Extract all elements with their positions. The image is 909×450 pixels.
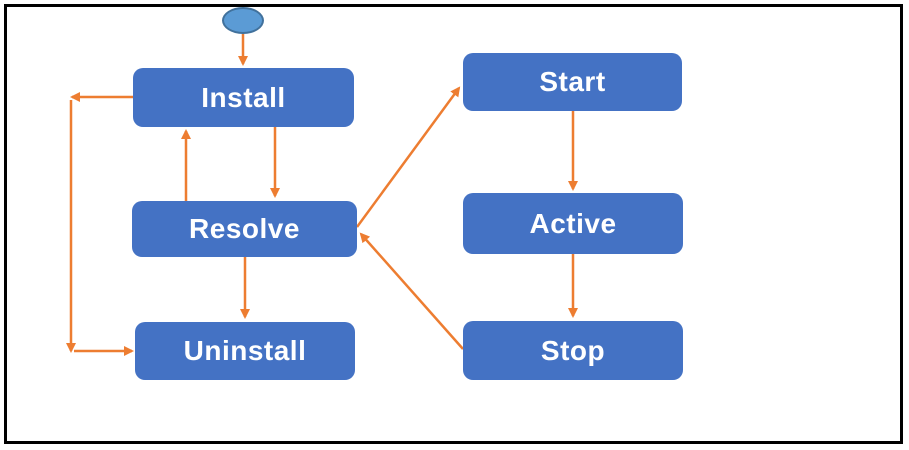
node-install-label: Install [201,81,286,113]
node-active-label: Active [529,207,617,239]
node-start-label: Start [539,66,606,97]
node-uninstall: Uninstall [135,322,355,380]
initial-state-node [222,7,264,34]
node-resolve-label: Resolve [189,213,300,244]
node-uninstall-label: Uninstall [183,335,307,366]
node-start: Start [463,53,682,111]
page-border [4,4,903,444]
node-stop: Stop [463,321,683,380]
node-stop-label: Stop [540,334,606,366]
node-resolve: Resolve [132,201,357,257]
node-active: Active [463,193,683,254]
node-install: Install [133,68,354,127]
